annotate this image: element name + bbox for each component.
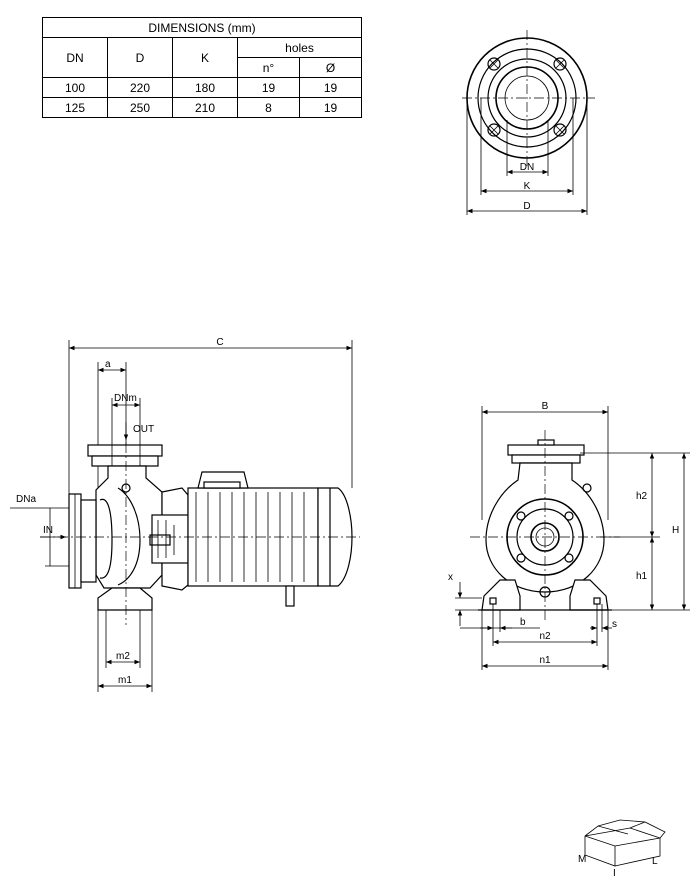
flange-dn-label: DN xyxy=(520,162,534,173)
side-view: C a DNm OUT xyxy=(10,337,360,692)
side-m2-label: m2 xyxy=(116,651,130,662)
dimensions-table: DIMENSIONS (mm) DN D K holes n° Ø 100 22… xyxy=(42,17,362,118)
front-s-label: s xyxy=(612,619,617,630)
cell-dn: 125 xyxy=(42,97,108,118)
side-dnm-label: DNm xyxy=(114,393,137,404)
front-h1-label: h1 xyxy=(636,571,648,582)
flange-d-label: D xyxy=(523,201,530,212)
side-c-label: C xyxy=(216,337,223,348)
cell-dia: 19 xyxy=(299,97,362,118)
front-h-label: H xyxy=(672,525,679,536)
packaging-m-label: M xyxy=(578,854,586,865)
cell-k: 210 xyxy=(172,97,238,118)
side-m1-label: m1 xyxy=(118,675,132,686)
front-view: B h2 h1 H xyxy=(448,401,690,670)
header-holes: holes xyxy=(237,37,362,58)
packaging-box-icon: M I L xyxy=(578,819,666,879)
packaging-l-label: L xyxy=(652,856,658,867)
side-dna-label: DNa xyxy=(16,494,36,505)
side-a-label: a xyxy=(105,359,111,370)
front-x-label: x xyxy=(448,572,453,583)
side-in-label: IN xyxy=(43,525,53,536)
front-n2-label: n2 xyxy=(539,631,551,642)
front-h2-label: h2 xyxy=(636,491,648,502)
flange-view: DN K D xyxy=(462,30,595,215)
side-out-label: OUT xyxy=(133,424,154,435)
packaging-i-label: I xyxy=(613,868,616,879)
front-n1-label: n1 xyxy=(539,655,551,666)
table-row: 125 250 210 8 19 xyxy=(42,97,362,118)
table-row: 100 220 180 19 19 xyxy=(42,77,362,98)
front-b-label: B xyxy=(542,401,549,412)
front-b-lower-label: b xyxy=(520,617,526,628)
flange-k-label: K xyxy=(524,181,531,192)
cell-dia: 19 xyxy=(299,77,362,98)
cell-d: 250 xyxy=(107,97,173,118)
